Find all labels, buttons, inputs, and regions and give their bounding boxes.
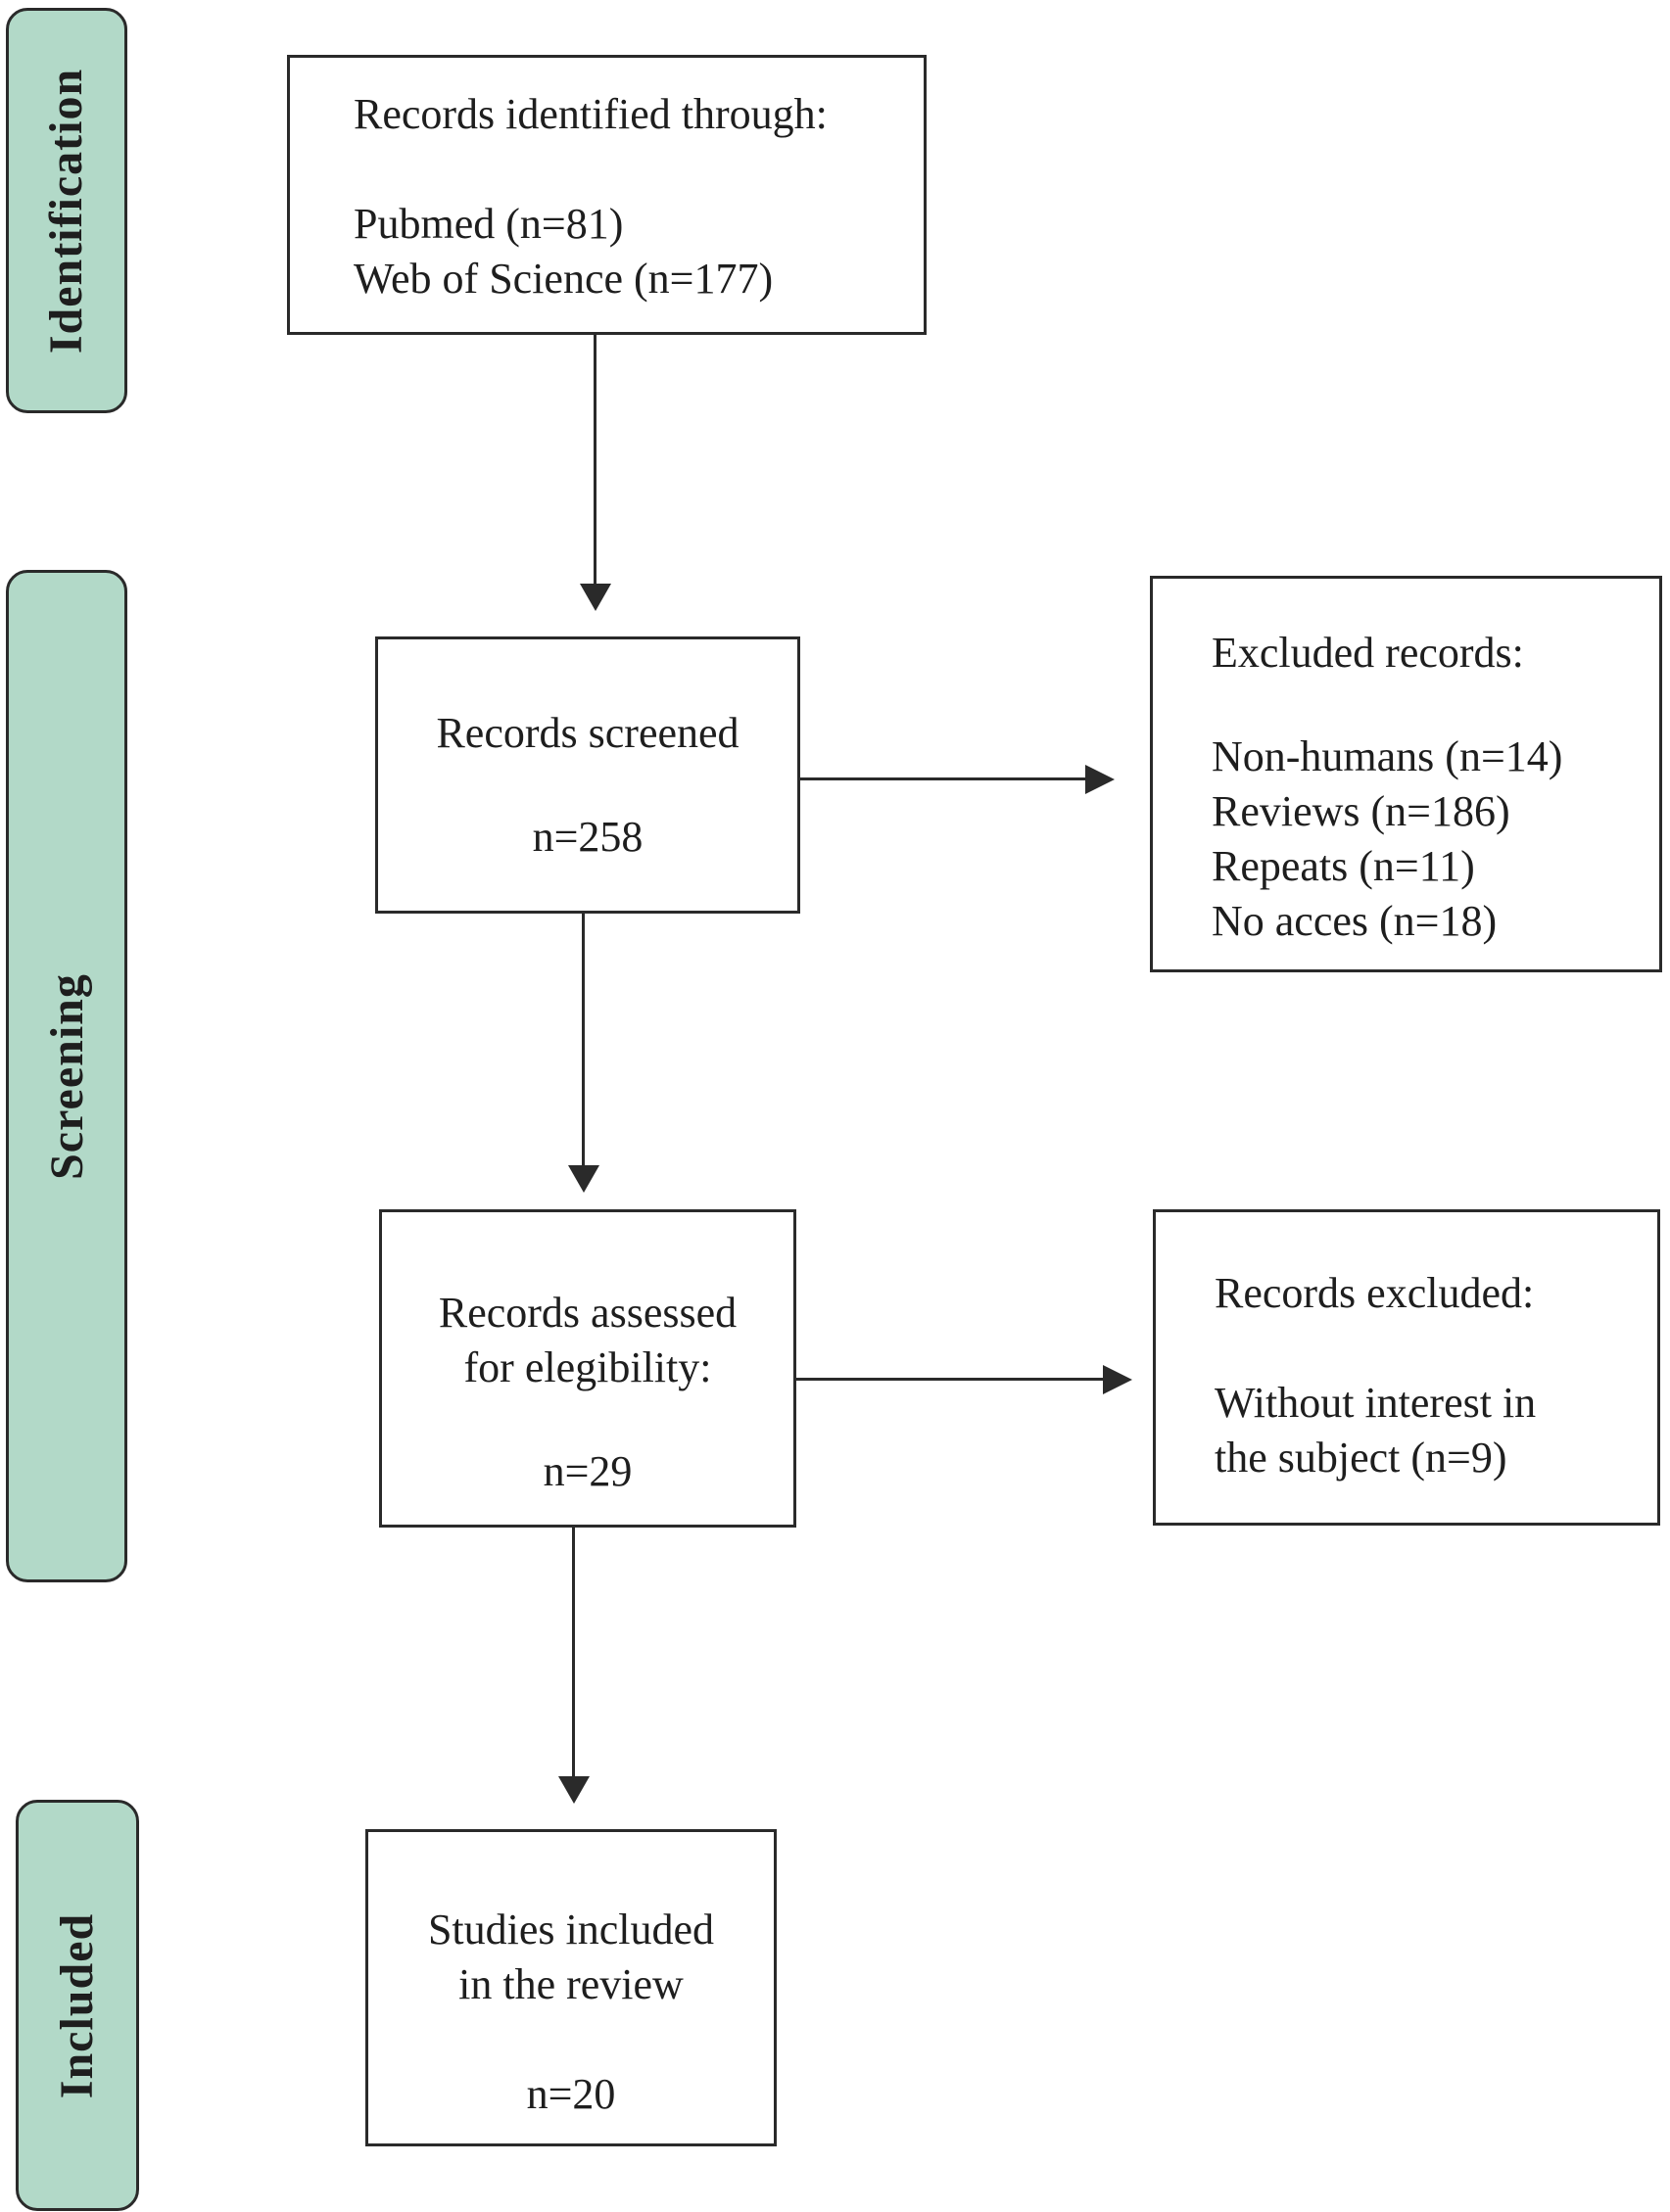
arrow-identified-to-screened-head <box>580 584 611 611</box>
arrow-screened-to-excluded-head <box>1085 765 1115 794</box>
records-excluded-title: Records excluded: <box>1215 1269 1535 1317</box>
stage-screening-label: Screening <box>40 972 93 1180</box>
arrow-screened-to-assessed-head <box>568 1165 599 1193</box>
records-assessed-line-1: Records assessed <box>438 1289 738 1337</box>
excluded-records-line-repeats: Repeats (n=11) <box>1212 842 1475 890</box>
arrow-screened-to-excluded-line <box>800 777 1087 780</box>
arrow-assessed-to-excluded-line <box>796 1378 1105 1381</box>
studies-included-count: n=20 <box>526 2070 616 2118</box>
box-records-excluded: Records excluded: Without interest in th… <box>1153 1209 1660 1526</box>
studies-included-line-2: in the review <box>458 1960 684 2008</box>
records-identified-line-wos: Web of Science (n=177) <box>354 255 774 303</box>
spacer <box>354 142 914 197</box>
arrow-identified-to-screened-line <box>594 335 596 586</box>
arrow-assessed-to-included-line <box>572 1528 575 1777</box>
arrow-assessed-to-excluded-head <box>1103 1365 1132 1394</box>
arrow-screened-to-assessed-line <box>582 914 585 1166</box>
records-excluded-line-1: Without interest in <box>1215 1379 1537 1427</box>
arrow-assessed-to-included-head <box>558 1776 590 1804</box>
spacer <box>378 761 797 810</box>
box-records-identified: Records identified through: Pubmed (n=81… <box>287 55 927 335</box>
records-assessed-count: n=29 <box>543 1447 633 1495</box>
box-studies-included: Studies included in the review n=20 <box>365 1829 777 2146</box>
spacer <box>1212 681 1649 729</box>
excluded-records-line-reviews: Reviews (n=186) <box>1212 787 1510 835</box>
records-screened-title: Records screened <box>436 709 740 757</box>
spacer <box>368 2012 774 2067</box>
records-excluded-line-2: the subject (n=9) <box>1215 1434 1507 1482</box>
excluded-records-line-noaccess: No acces (n=18) <box>1212 897 1498 945</box>
records-screened-count: n=258 <box>532 813 644 861</box>
box-excluded-records: Excluded records: Non-humans (n=14) Revi… <box>1150 576 1662 972</box>
excluded-records-line-nonhumans: Non-humans (n=14) <box>1212 732 1563 780</box>
box-records-screened: Records screened n=258 <box>375 636 800 914</box>
records-identified-title: Records identified through: <box>354 90 828 138</box>
spacer <box>382 1395 793 1444</box>
studies-included-line-1: Studies included <box>427 1906 715 1953</box>
box-records-assessed: Records assessed for elegibility: n=29 <box>379 1209 796 1528</box>
records-identified-line-pubmed: Pubmed (n=81) <box>354 200 624 248</box>
stage-included-label: Included <box>51 1912 104 2098</box>
excluded-records-title: Excluded records: <box>1212 629 1524 677</box>
spacer <box>1215 1321 1647 1376</box>
stage-identification-label: Identification <box>40 68 93 353</box>
stage-screening: Screening <box>6 570 127 1582</box>
stage-identification: Identification <box>6 8 127 413</box>
stage-included: Included <box>16 1800 139 2211</box>
records-assessed-line-2: for elegibility: <box>463 1343 712 1391</box>
